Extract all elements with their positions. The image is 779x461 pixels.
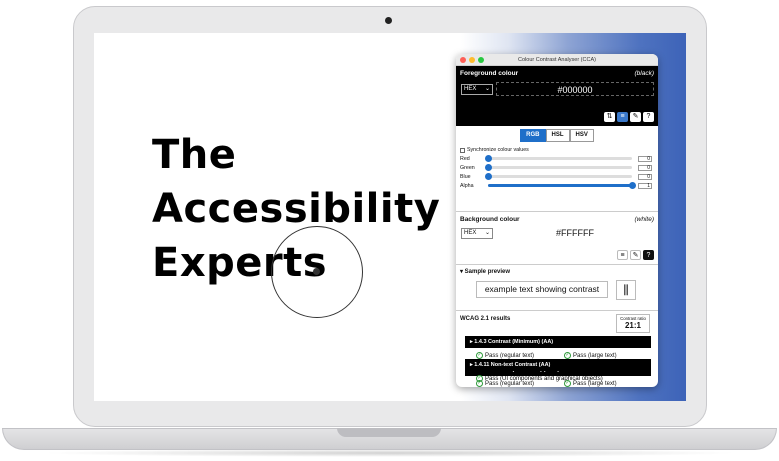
- sync-label: Synchronize colour values: [467, 147, 529, 153]
- slider-handle[interactable]: [485, 164, 492, 171]
- check-circle-icon: ✓: [564, 380, 571, 387]
- tab-hsl[interactable]: HSL: [545, 129, 570, 142]
- pass-item: ✓Pass (large text): [564, 380, 617, 387]
- slider-label: Alpha: [460, 182, 474, 189]
- hero-line-1: The: [152, 132, 237, 178]
- eyedropper-icon[interactable]: ✎: [630, 250, 641, 260]
- slider-handle[interactable]: [629, 182, 636, 189]
- background-section: Background colour (white) HEX ⌄ #FFFFFF …: [456, 211, 658, 264]
- sample-text: example text showing contrast: [476, 281, 608, 298]
- hero-line-2: Accessibility: [152, 186, 441, 232]
- colour-mode-tabs: RGB HSL HSV: [456, 129, 658, 142]
- close-button[interactable]: [460, 57, 466, 63]
- sync-checkbox-row[interactable]: Synchronize colour values: [460, 147, 529, 153]
- chart-icon[interactable]: ⫼: [616, 280, 636, 300]
- help-icon[interactable]: ?: [643, 112, 654, 122]
- background-hex-input[interactable]: #FFFFFF: [556, 228, 594, 238]
- tab-hsv[interactable]: HSV: [569, 129, 594, 142]
- laptop-screen: The Accessibility Experts Colour Contras…: [94, 33, 686, 401]
- sync-checkbox[interactable]: [460, 147, 465, 153]
- slider-label: Green: [460, 164, 475, 171]
- foreground-tools: ⇅ ≡ ✎ ?: [604, 112, 654, 122]
- foreground-hex-input[interactable]: #000000: [496, 82, 654, 96]
- sliders-icon[interactable]: ≡: [617, 250, 628, 260]
- hero-heading: The Accessibility Experts: [152, 128, 440, 290]
- cca-window: Colour Contrast Analyser (CCA) Foregroun…: [456, 54, 658, 387]
- laptop-shadow: [40, 449, 740, 457]
- pass-text: Pass (large text): [573, 352, 617, 359]
- background-format-select[interactable]: HEX ⌄: [461, 228, 493, 239]
- laptop-notch: [337, 428, 441, 437]
- window-title: Colour Contrast Analyser (CCA): [518, 57, 596, 63]
- chevron-down-icon: ⌄: [484, 86, 490, 92]
- slider-value[interactable]: 0: [638, 155, 652, 162]
- check-circle-icon: ✓: [476, 352, 483, 359]
- check-circle-icon: ✓: [564, 352, 571, 359]
- background-title: Background colour: [460, 216, 520, 223]
- slider-handle[interactable]: [485, 173, 492, 180]
- window-controls: [460, 57, 484, 63]
- slider-track[interactable]: [485, 155, 632, 162]
- pass-item: ✓Pass (UI components and graphical objec…: [476, 375, 603, 382]
- minimize-button[interactable]: [469, 57, 475, 63]
- slider-track[interactable]: [485, 164, 632, 171]
- slider-value[interactable]: 0: [638, 164, 652, 171]
- slider-handle[interactable]: [485, 155, 492, 162]
- slider-label: Blue: [460, 173, 471, 180]
- chevron-down-icon: ⌄: [484, 230, 490, 236]
- foreground-name: (black): [634, 70, 654, 77]
- eyedropper-icon[interactable]: ✎: [630, 112, 641, 122]
- slider-label: Red: [460, 155, 470, 162]
- camera-icon: [385, 17, 392, 24]
- sliders-icon[interactable]: ≡: [617, 112, 628, 122]
- pass-text: Pass (large text): [573, 380, 617, 387]
- foreground-section: Foreground colour (black) HEX ⌄ #000000 …: [456, 66, 658, 126]
- window-titlebar: Colour Contrast Analyser (CCA): [456, 54, 658, 66]
- help-icon[interactable]: ?: [643, 250, 654, 260]
- swap-colours-icon[interactable]: ⇅: [604, 112, 615, 122]
- check-circle-icon: ✓: [476, 375, 483, 382]
- foreground-format-value: HEX: [464, 86, 477, 92]
- slider-red[interactable]: Red 0: [460, 155, 655, 162]
- pass-text: Pass (regular text): [485, 380, 535, 387]
- pass-text: Pass (regular text): [485, 352, 535, 359]
- contrast-ratio-box: Contrast ratio 21:1: [616, 314, 650, 333]
- background-format-value: HEX: [464, 230, 477, 236]
- contrast-ratio-value: 21:1: [624, 321, 641, 330]
- slider-track[interactable]: [485, 173, 632, 180]
- slider-fill: [488, 184, 632, 187]
- foreground-format-select[interactable]: HEX ⌄: [461, 84, 493, 95]
- slider-track[interactable]: [488, 182, 636, 189]
- contrast-ratio-label: Contrast ratio: [620, 316, 646, 321]
- slider-green[interactable]: Green 0: [460, 164, 655, 171]
- maximize-button[interactable]: [478, 57, 484, 63]
- slider-value[interactable]: 0: [638, 173, 652, 180]
- sample-preview-toggle[interactable]: ▾ Sample preview: [460, 269, 511, 275]
- sample-preview-section: ▾ Sample preview example text showing co…: [456, 264, 658, 310]
- magnifier-icon: [271, 226, 363, 318]
- pass-item: ✓Pass (large text): [564, 352, 617, 359]
- slider-alpha[interactable]: Alpha 1: [460, 182, 655, 189]
- pass-item: ✓Pass (regular text): [476, 352, 534, 359]
- criterion-1-4-3[interactable]: ▸ 1.4.3 Contrast (Minimum) (AA): [465, 336, 651, 348]
- criterion-1-4-11[interactable]: ▸ 1.4.11 Non-text Contrast (AA): [465, 359, 651, 371]
- pass-text: Pass (UI components and graphical object…: [485, 375, 603, 382]
- tab-rgb[interactable]: RGB: [520, 129, 546, 142]
- background-name: (white): [634, 216, 654, 223]
- magnifier-center: [313, 268, 320, 275]
- background-tools: ≡ ✎ ?: [617, 250, 654, 260]
- slider-value[interactable]: 1: [638, 182, 652, 189]
- slider-blue[interactable]: Blue 0: [460, 173, 655, 180]
- wcag-results-title: WCAG 2.1 results: [460, 316, 511, 322]
- foreground-title: Foreground colour: [460, 70, 519, 77]
